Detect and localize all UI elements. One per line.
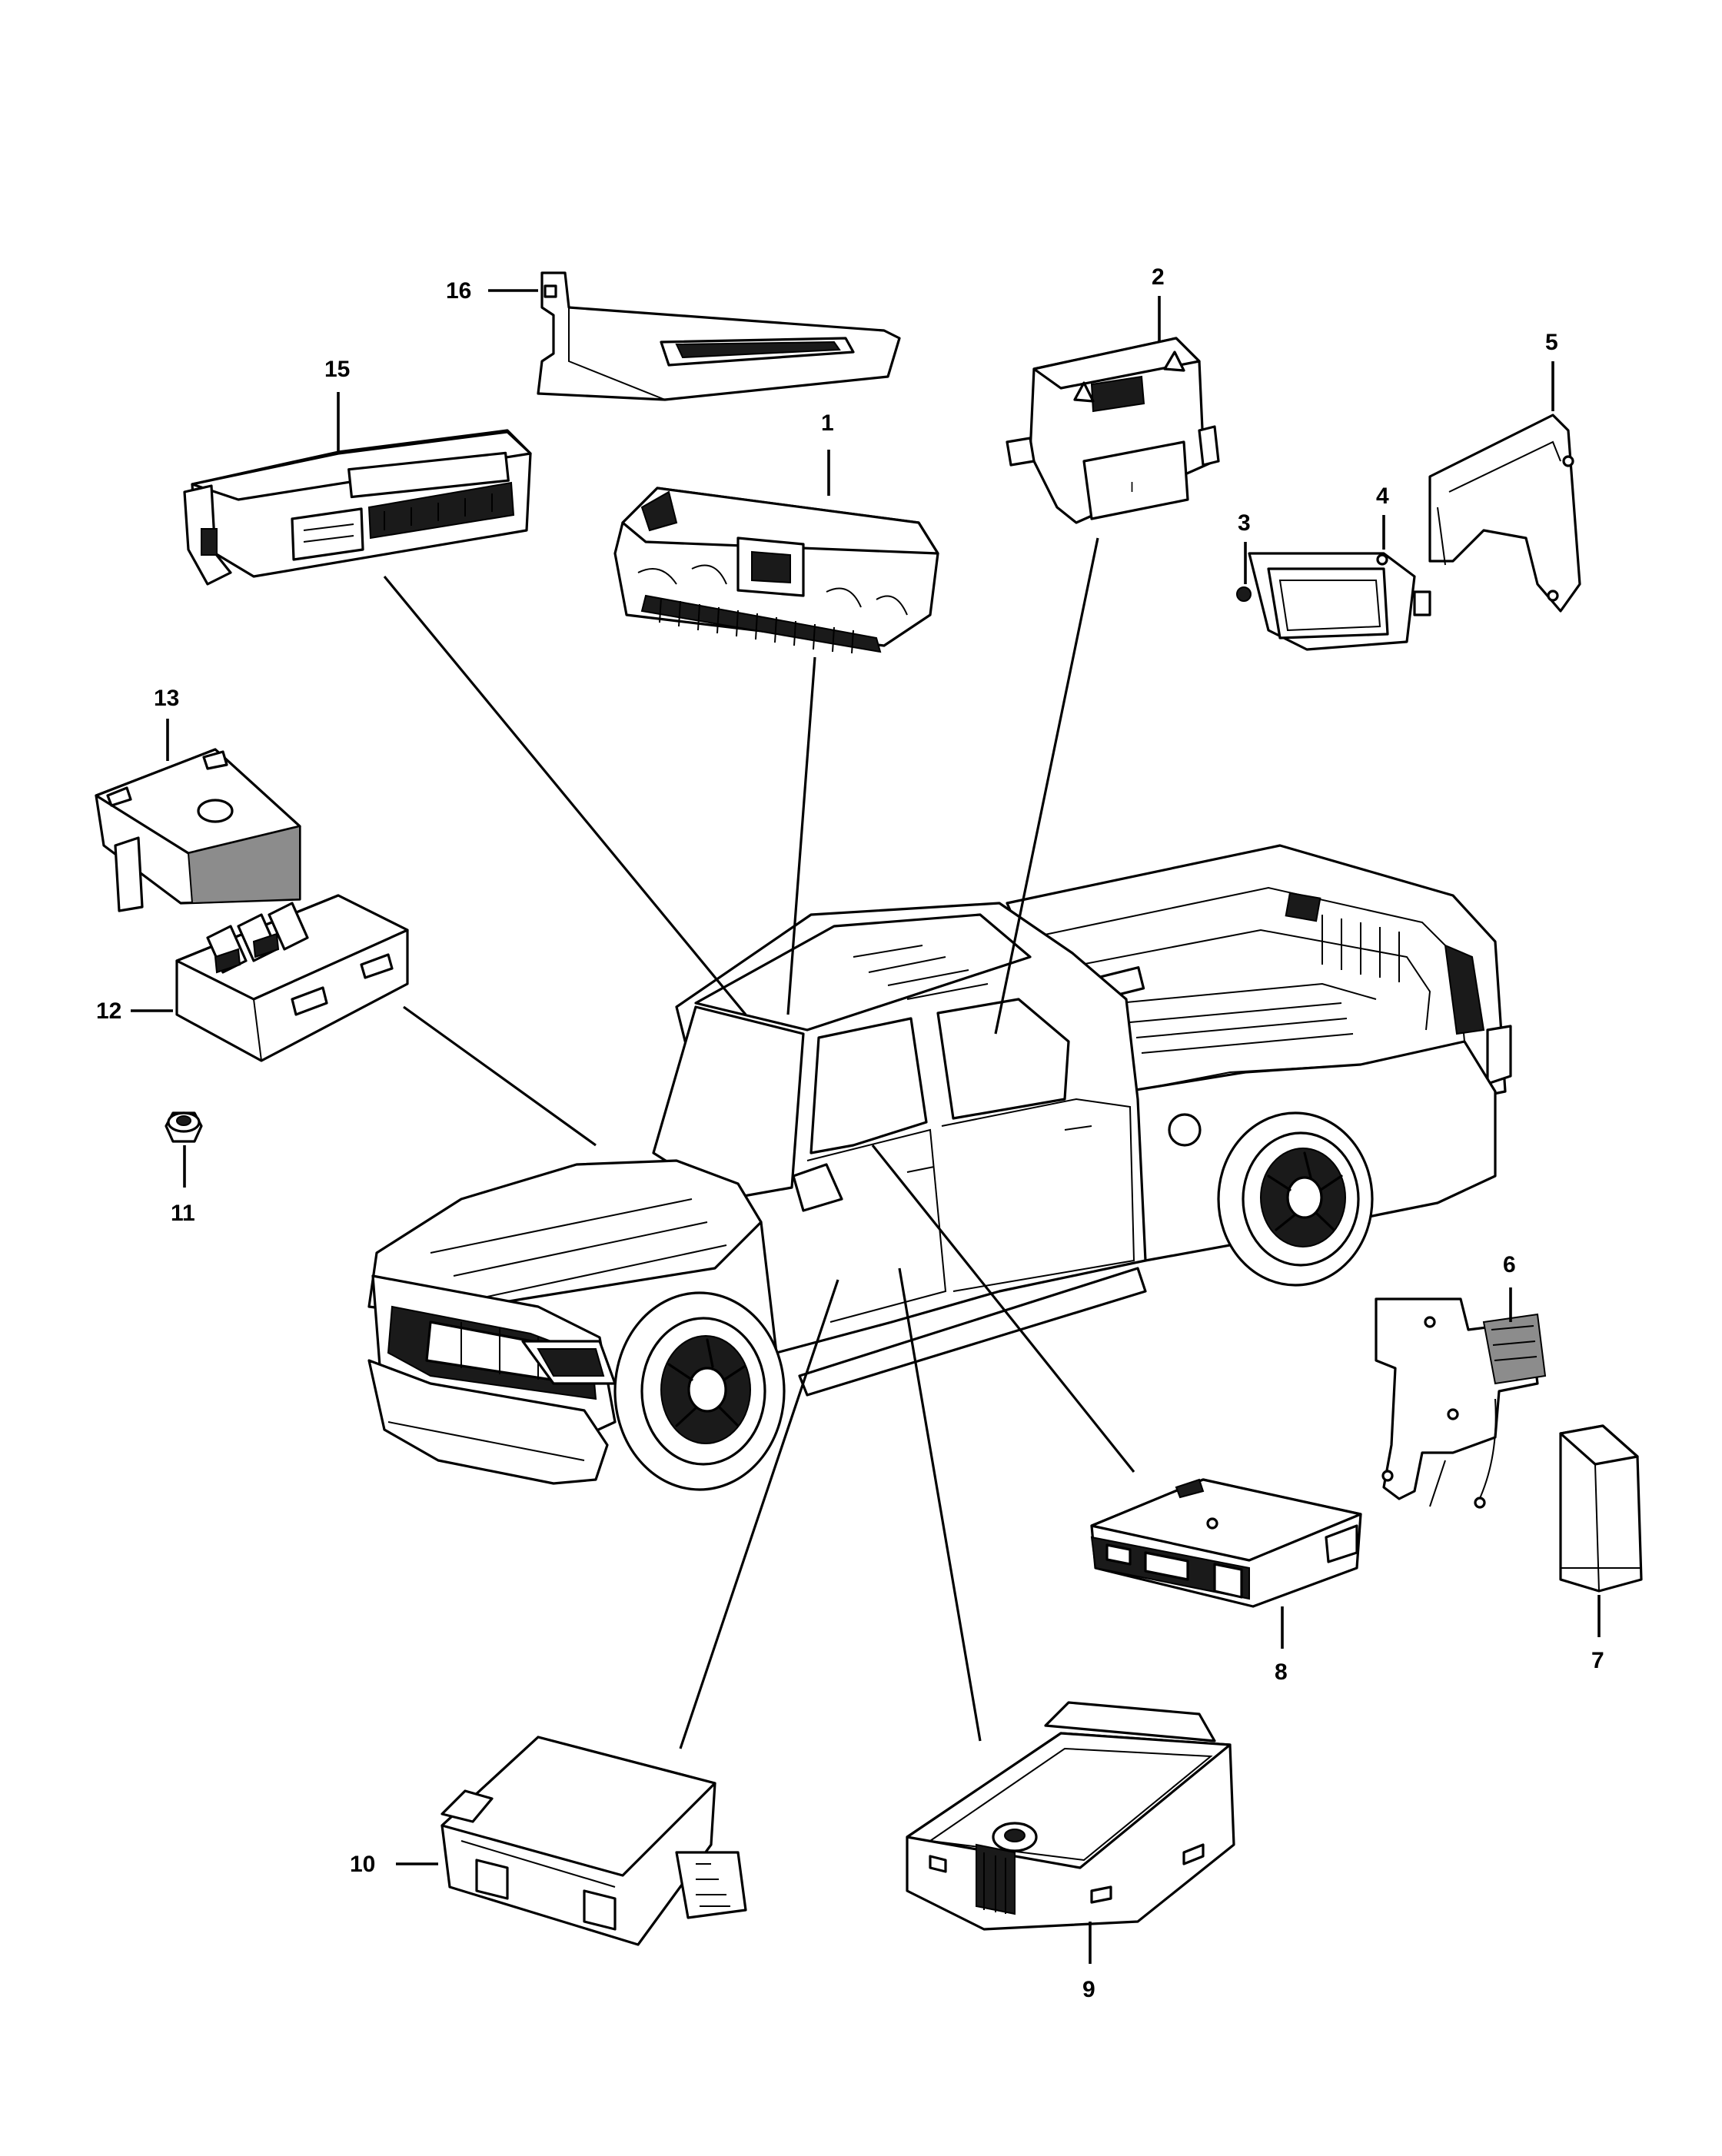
- callout-3: 3: [1238, 510, 1251, 584]
- callout-15: 15: [324, 357, 350, 453]
- callout-6-label: 6: [1503, 1252, 1516, 1277]
- callout-11: 11: [171, 1145, 195, 1226]
- part-1-module: [613, 487, 939, 654]
- callout-1-label: 1: [821, 410, 834, 436]
- callout-16-label: 16: [446, 278, 471, 304]
- callout-12: 12: [96, 998, 173, 1024]
- part-3-nut: [1236, 586, 1252, 602]
- part-5-shield: [1428, 414, 1581, 613]
- part-10-module: [440, 1736, 747, 1946]
- part-15-module: [183, 429, 532, 586]
- part-8-module: [1090, 1478, 1362, 1608]
- callout-8-label: 8: [1275, 1659, 1288, 1685]
- part-7-relay: [1559, 1424, 1643, 1593]
- callout-4: 4: [1376, 483, 1389, 550]
- callout-13-label: 13: [154, 686, 179, 711]
- callout-11-label: 11: [171, 1201, 195, 1226]
- callout-2: 2: [1152, 264, 1165, 342]
- callout-8: 8: [1275, 1606, 1288, 1685]
- module-face-letter: I: [1130, 480, 1134, 495]
- callout-10-label: 10: [350, 1852, 375, 1877]
- part-9-module: [906, 1701, 1235, 1931]
- leader-lines: [383, 537, 1135, 1749]
- part-2-module: I: [1006, 337, 1220, 524]
- part-6-bracket: [1375, 1297, 1547, 1509]
- callout-6: 6: [1503, 1252, 1516, 1322]
- callout-1: 1: [821, 410, 834, 496]
- callout-4-label: 4: [1376, 483, 1389, 509]
- callout-5: 5: [1545, 330, 1558, 411]
- callout-9-label: 9: [1082, 1977, 1095, 2002]
- callout-16: 16: [446, 278, 538, 304]
- callout-9: 9: [1082, 1922, 1095, 2002]
- callout-10: 10: [350, 1852, 438, 1877]
- part-11-nut: [165, 1111, 203, 1143]
- part-13-bracket: [95, 748, 301, 912]
- callout-7-label: 7: [1591, 1648, 1604, 1673]
- part-4-module: [1248, 552, 1431, 651]
- callout-15-label: 15: [324, 357, 350, 382]
- callout-2-label: 2: [1152, 264, 1165, 290]
- callout-3-label: 3: [1238, 510, 1251, 536]
- callout-7: 7: [1591, 1595, 1604, 1673]
- part-16-bracket: [537, 271, 901, 401]
- callout-5-label: 5: [1545, 330, 1558, 355]
- part-12-module: [175, 894, 409, 1062]
- callout-13: 13: [154, 686, 179, 761]
- callout-12-label: 12: [96, 998, 121, 1024]
- pickup-truck: [367, 844, 1512, 1491]
